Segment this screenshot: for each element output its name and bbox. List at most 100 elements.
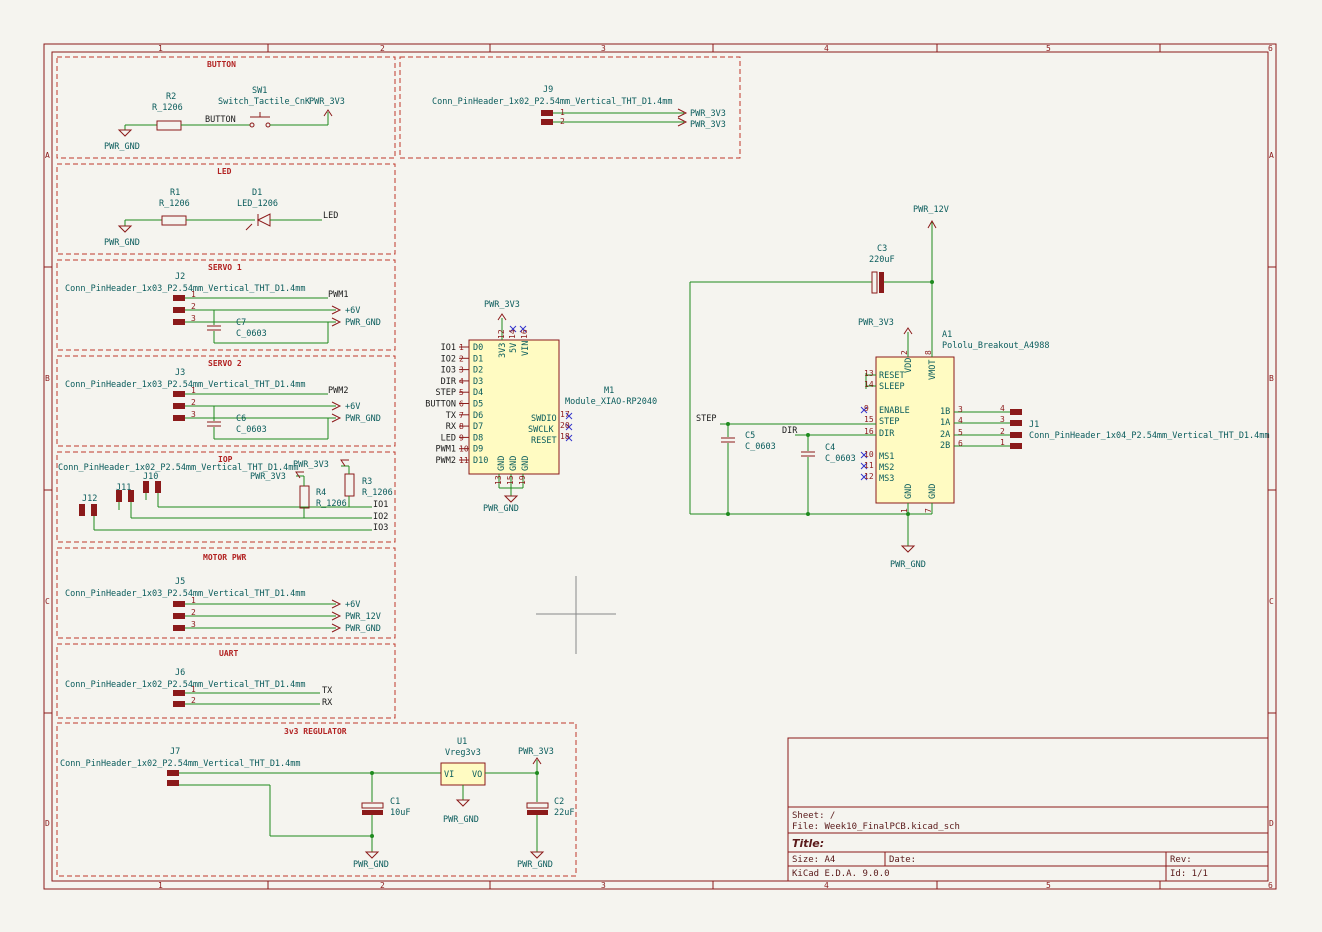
net-label-pwm2: PWM2 bbox=[328, 386, 348, 396]
pin-number: 3 bbox=[191, 314, 196, 323]
m1-value: Module_XIAO-RP2040 bbox=[565, 397, 657, 407]
xiao-left-pins: D01IO1D12IO2D23IO3D34DIRD45STEPD56BUTTON… bbox=[425, 343, 488, 466]
net-label-pwm1: PWM1 bbox=[328, 290, 348, 300]
c3-ref: C3 bbox=[877, 244, 887, 254]
pin-number: 3 bbox=[459, 366, 464, 375]
xiao-pin-label: D8 bbox=[473, 433, 483, 443]
col-label: 2 bbox=[380, 44, 385, 53]
uart-circuit[interactable] bbox=[173, 690, 320, 707]
regulator-circuit[interactable] bbox=[167, 757, 549, 859]
pin-number: 16 bbox=[520, 329, 529, 339]
j1-pin: 3 bbox=[1000, 415, 1005, 424]
led-circuit[interactable] bbox=[117, 213, 322, 233]
motor-pwr-circuit[interactable] bbox=[173, 599, 342, 633]
resistor-r4 bbox=[299, 485, 310, 509]
xiao-net-label: IO2 bbox=[441, 354, 456, 364]
servo1-circuit[interactable] bbox=[173, 295, 342, 344]
pin-number: 2 bbox=[459, 354, 464, 363]
xiao-module[interactable] bbox=[468, 313, 573, 503]
a1-pin-gnd: GND bbox=[928, 484, 938, 499]
resistor-r3 bbox=[344, 473, 355, 497]
connector-j9[interactable] bbox=[541, 108, 688, 127]
net-label-io2: IO2 bbox=[373, 512, 388, 522]
xiao-pin-swclk: SWCLK bbox=[528, 425, 554, 435]
a1-pin-gnd: GND bbox=[904, 484, 914, 499]
j9-pin: 2 bbox=[560, 117, 565, 126]
iop-circuit[interactable] bbox=[79, 459, 372, 531]
title-block-sheet: Sheet: / bbox=[792, 811, 835, 821]
pin-number: 17 bbox=[560, 410, 570, 419]
c7-ref: C7 bbox=[236, 318, 246, 328]
row-label: A bbox=[1269, 151, 1274, 160]
a1-ref: A1 bbox=[942, 330, 952, 340]
button-circuit[interactable] bbox=[117, 109, 333, 137]
xiao-net-label: DIR bbox=[441, 377, 457, 387]
xiao-pin-label: D6 bbox=[473, 411, 483, 421]
xiao-pin-3v3: 3V3 bbox=[498, 343, 508, 358]
pin-number: 7 bbox=[924, 508, 933, 513]
pwr-3v3-label: PWR_3V3 bbox=[309, 97, 345, 107]
pwr-3v3-label: PWR_3V3 bbox=[250, 472, 286, 482]
xiao-net-label: PWM1 bbox=[436, 445, 456, 455]
a1-pin-label: MS3 bbox=[879, 474, 894, 484]
r3-ref: R3 bbox=[362, 477, 372, 487]
pin-number: 13 bbox=[494, 475, 503, 485]
j6-ref: J6 bbox=[175, 668, 185, 678]
j2-value: Conn_PinHeader_1x03_P2.54mm_Vertical_THT… bbox=[65, 284, 306, 294]
row-label: D bbox=[1269, 819, 1274, 828]
row-label: B bbox=[45, 374, 50, 383]
pin-number: 12 bbox=[497, 329, 506, 339]
pin-number: 15 bbox=[864, 415, 874, 424]
xiao-pin-reset: RESET bbox=[531, 436, 557, 446]
pwr-12v-label: PWR_12V bbox=[913, 205, 949, 215]
pin-number: 7 bbox=[459, 411, 464, 420]
title-block-size: Size: A4 bbox=[792, 855, 835, 865]
a4988-driver[interactable] bbox=[689, 219, 1022, 553]
r2-value: R_1206 bbox=[152, 103, 183, 113]
c4-value: C_0603 bbox=[825, 454, 856, 464]
pin-number: 14 bbox=[864, 380, 874, 389]
r1-ref: R1 bbox=[170, 188, 180, 198]
driver-left-pins: RESET13SLEEP14ENABLE9STEP15DIR16MS110MS2… bbox=[864, 369, 910, 484]
c2-ref: C2 bbox=[554, 797, 564, 807]
pin-number: 1 bbox=[900, 508, 909, 513]
j3-value: Conn_PinHeader_1x03_P2.54mm_Vertical_THT… bbox=[65, 380, 306, 390]
j9-pin: 1 bbox=[560, 108, 565, 117]
j7-ref: J7 bbox=[170, 747, 180, 757]
servo2-circuit[interactable] bbox=[173, 391, 342, 440]
c1-value: 10uF bbox=[390, 808, 410, 818]
net-label-button: BUTTON bbox=[205, 115, 236, 125]
u1-pin-vo: VO bbox=[472, 770, 482, 780]
xiao-gnd-label: PWR_GND bbox=[483, 504, 519, 514]
a1-pin-label: STEP bbox=[879, 417, 899, 427]
row-label: C bbox=[45, 597, 50, 606]
xiao-net-label: TX bbox=[446, 411, 457, 421]
title-block bbox=[787, 737, 1269, 882]
j9-value: Conn_PinHeader_1x02_P2.54mm_Vertical_THT… bbox=[432, 97, 673, 107]
net-label: PWR_GND bbox=[345, 624, 381, 634]
pwr-3v3-label: PWR_3V3 bbox=[858, 318, 894, 328]
net-label-step: STEP bbox=[696, 414, 716, 424]
j5-value: Conn_PinHeader_1x03_P2.54mm_Vertical_THT… bbox=[65, 589, 306, 599]
pin-number: 3 bbox=[191, 410, 196, 419]
pin-number: 6 bbox=[459, 400, 464, 409]
j3-ref: J3 bbox=[175, 368, 185, 378]
r2-ref: R2 bbox=[166, 92, 176, 102]
title-block-rev: Rev: bbox=[1170, 855, 1192, 865]
col-label: 5 bbox=[1046, 44, 1051, 53]
crosshair-cursor bbox=[536, 576, 616, 654]
col-label: 2 bbox=[380, 881, 385, 890]
row-label: C bbox=[1269, 597, 1274, 606]
net-label-tx: TX bbox=[322, 686, 333, 696]
pin-number: 14 bbox=[508, 329, 517, 339]
inner-frame bbox=[51, 51, 1269, 882]
pin-number: 16 bbox=[864, 427, 874, 436]
j7-value: Conn_PinHeader_1x02_P2.54mm_Vertical_THT… bbox=[60, 759, 301, 769]
title-block-date: Date: bbox=[889, 855, 916, 865]
pwr-3v3-label: PWR_3V3 bbox=[293, 460, 329, 470]
net-label: PWR_3V3 bbox=[690, 120, 726, 130]
group-title-led: LED bbox=[217, 167, 232, 176]
c5-value: C_0603 bbox=[745, 442, 776, 452]
u1-value: Vreg3v3 bbox=[445, 748, 481, 758]
